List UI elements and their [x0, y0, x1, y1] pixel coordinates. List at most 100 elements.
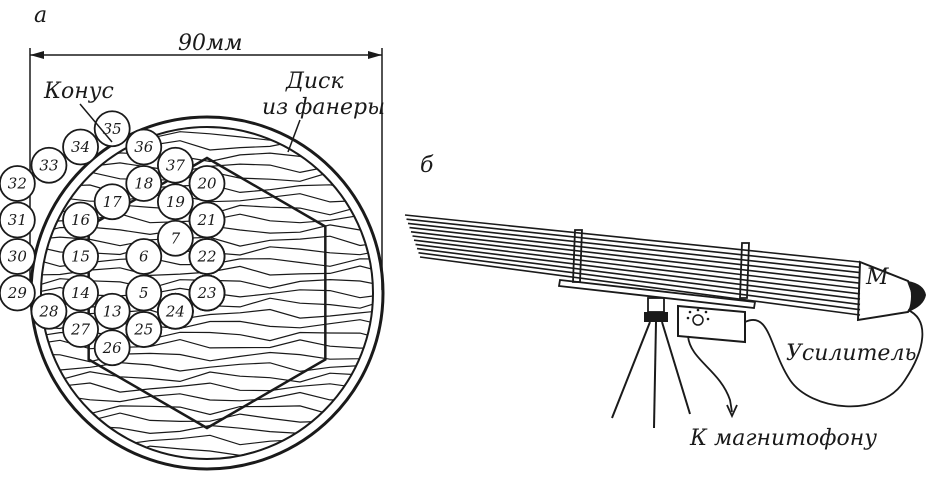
tube-circle: [93, 183, 131, 221]
grain-line: [41, 382, 373, 393]
grain-line: [41, 444, 373, 457]
tube-number: 13: [103, 302, 122, 320]
tube-21: 21: [188, 201, 226, 239]
tube-number: 5: [139, 284, 149, 302]
tube-number: 26: [102, 339, 123, 357]
cone-leader: [79, 103, 113, 143]
tube-31: 31: [0, 201, 36, 239]
tube-circle: [188, 201, 226, 239]
tube-circle: [125, 165, 163, 202]
tube-32: 32: [0, 165, 36, 202]
tube-number: 37: [166, 156, 186, 174]
side-tube: [409, 226, 861, 279]
tube-25: 25: [125, 311, 163, 348]
tube-27: 27: [62, 311, 99, 348]
tube-circle: [188, 238, 226, 275]
amplifier-cable: [744, 309, 924, 408]
tube-number: 27: [70, 321, 91, 339]
tube-number: 25: [133, 321, 153, 339]
recorder-label: К магнитофону: [689, 426, 877, 451]
tripod-clamp: [644, 312, 668, 322]
tube-number: 34: [71, 138, 90, 156]
tube-circle: [125, 128, 163, 166]
tube-18: 18: [125, 165, 163, 202]
tube-34: 34: [62, 128, 99, 166]
tube-number: 36: [134, 138, 154, 156]
tube-circle: [188, 165, 226, 202]
side-tube: [413, 239, 861, 295]
tube-circle: [0, 201, 36, 239]
tube-number: 20: [196, 175, 217, 193]
tripod-legs: [611, 321, 691, 429]
recorder-cable: [687, 335, 733, 413]
tube-22: 22: [188, 238, 226, 275]
side-tube: [418, 252, 861, 311]
amplifier-indicator-dots: [686, 308, 710, 321]
tube-circle: [0, 274, 36, 312]
tube-circle: [93, 329, 131, 367]
tube-17: 17: [93, 183, 131, 221]
tube-bundle: 1234567891011121314151617181920212223242…: [0, 110, 226, 367]
side-tube: [412, 235, 861, 290]
tube-bundle-side: [404, 214, 861, 316]
tube-26: 26: [93, 329, 131, 367]
cone-label: Конус: [43, 79, 114, 104]
tube-circle: [125, 238, 163, 275]
tube-14: 14: [62, 274, 99, 312]
tube-circle: [93, 292, 131, 330]
tube-number: 24: [165, 302, 185, 320]
grain-line: [41, 455, 373, 459]
disk-outline: [40, 126, 374, 460]
tube-number: 14: [71, 284, 90, 302]
side-tube: [416, 247, 861, 306]
tube-13: 13: [93, 292, 131, 330]
tube-circle: [0, 238, 36, 275]
tube-circle: [188, 274, 226, 312]
tube-30: 30: [0, 238, 36, 275]
tube-19: 19: [156, 183, 194, 221]
tube-circle: [156, 292, 194, 330]
tube-circle: [62, 201, 99, 239]
tube-circle: [156, 146, 194, 184]
tube-number: 19: [166, 193, 186, 211]
tube-20: 20: [188, 165, 226, 202]
panel-b: б М Усилитель К ма: [404, 153, 926, 451]
tube-15: 15: [62, 238, 99, 275]
tube-29: 29: [0, 274, 36, 312]
tube-33: 33: [30, 146, 68, 184]
grain-line: [41, 371, 373, 383]
tube-6: 6: [125, 238, 163, 275]
grain-line: [41, 360, 373, 373]
tube-number: 28: [38, 302, 58, 320]
grain-line: [41, 351, 373, 363]
panel-a: а 90мм 123456789101112131415161718192021…: [0, 3, 385, 471]
amplifier-label: Усилитель: [786, 341, 916, 366]
tube-24: 24: [156, 292, 194, 330]
tube-number: 31: [8, 211, 27, 229]
tube-circle: [30, 292, 68, 330]
tube-number: 32: [8, 175, 27, 193]
tube-number: 6: [139, 248, 149, 266]
tube-5: 5: [125, 274, 163, 312]
side-tube: [406, 218, 861, 269]
tube-number: 30: [8, 248, 28, 266]
tube-circle: [62, 274, 99, 312]
side-tube: [415, 243, 861, 300]
rear-clamp: [739, 242, 750, 299]
amplifier-knob-icon: [692, 314, 704, 326]
mic-label: М: [865, 265, 889, 290]
tube-number: 23: [196, 284, 216, 302]
tube-circle: [62, 128, 99, 166]
tube-circle: [30, 146, 68, 184]
tube-number: 33: [39, 156, 58, 174]
grain-line: [41, 433, 373, 446]
tube-circle: [156, 183, 194, 221]
side-tube: [407, 222, 861, 274]
tube-23: 23: [188, 274, 226, 312]
tube-number: 21: [196, 211, 216, 229]
microphone: [908, 281, 926, 312]
tube-36: 36: [125, 128, 163, 166]
tube-circle: [0, 165, 36, 202]
tripod-head: [647, 297, 665, 313]
